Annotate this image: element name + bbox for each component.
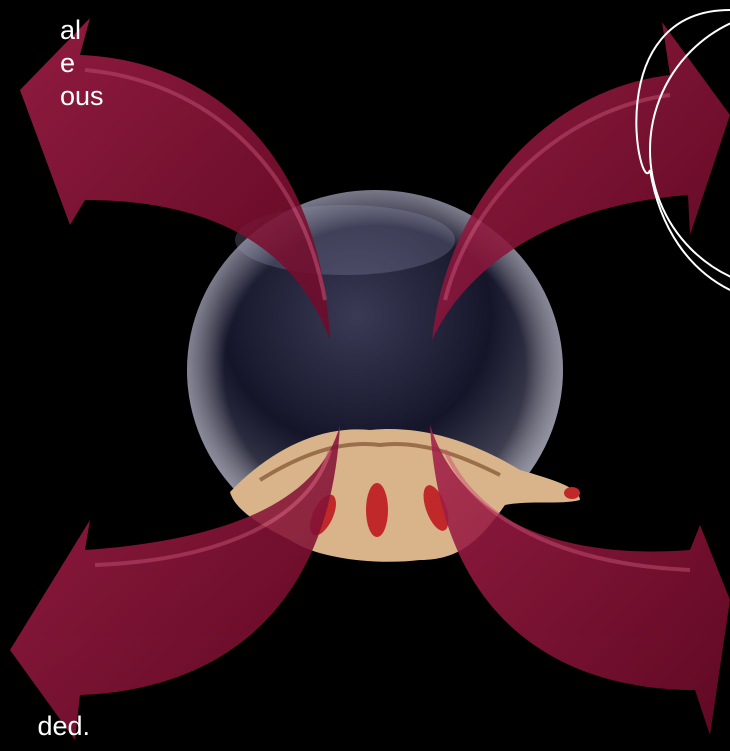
text-line: e	[60, 47, 104, 80]
bottom-left-text-fragment: ded.	[0, 710, 90, 743]
fingernail	[564, 487, 580, 499]
fingernail	[366, 483, 388, 537]
top-left-text-fragment: al e ous	[60, 14, 104, 113]
text-line: al	[60, 14, 104, 47]
text-line: ous	[60, 80, 104, 113]
